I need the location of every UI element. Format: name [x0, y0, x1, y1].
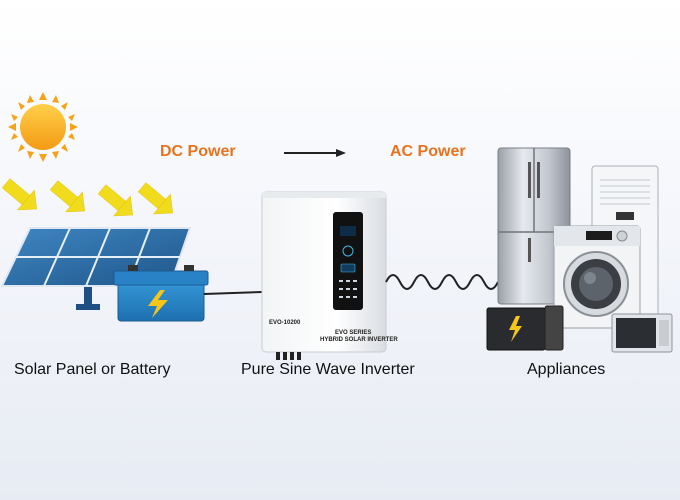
sun-ray-icon	[1, 178, 174, 217]
inverter-subtitle-text: HYBRID SOLAR INVERTER	[320, 337, 398, 343]
small-appliance-icon	[486, 305, 564, 351]
microwave-icon	[611, 313, 673, 353]
arrow-right-icon	[284, 149, 346, 157]
dc-cable	[203, 291, 263, 295]
sun-icon	[8, 92, 78, 162]
dc-power-label: DC Power	[160, 143, 236, 160]
inverter-icon: EVO-10200 EVO SERIES HYBRID SOLAR INVERT…	[261, 191, 398, 360]
ac-cable	[385, 274, 499, 290]
ac-power-label: AC Power	[390, 143, 466, 160]
washing-machine-icon	[553, 225, 641, 329]
source-caption: Solar Panel or Battery	[14, 361, 171, 378]
battery-icon	[113, 265, 209, 322]
appliances-caption: Appliances	[527, 361, 606, 378]
inverter-series-text: EVO SERIES	[335, 330, 371, 336]
inverter-model-text: EVO-10200	[269, 320, 301, 326]
inverter-caption: Pure Sine Wave Inverter	[241, 361, 415, 378]
refrigerator-icon	[497, 147, 571, 305]
